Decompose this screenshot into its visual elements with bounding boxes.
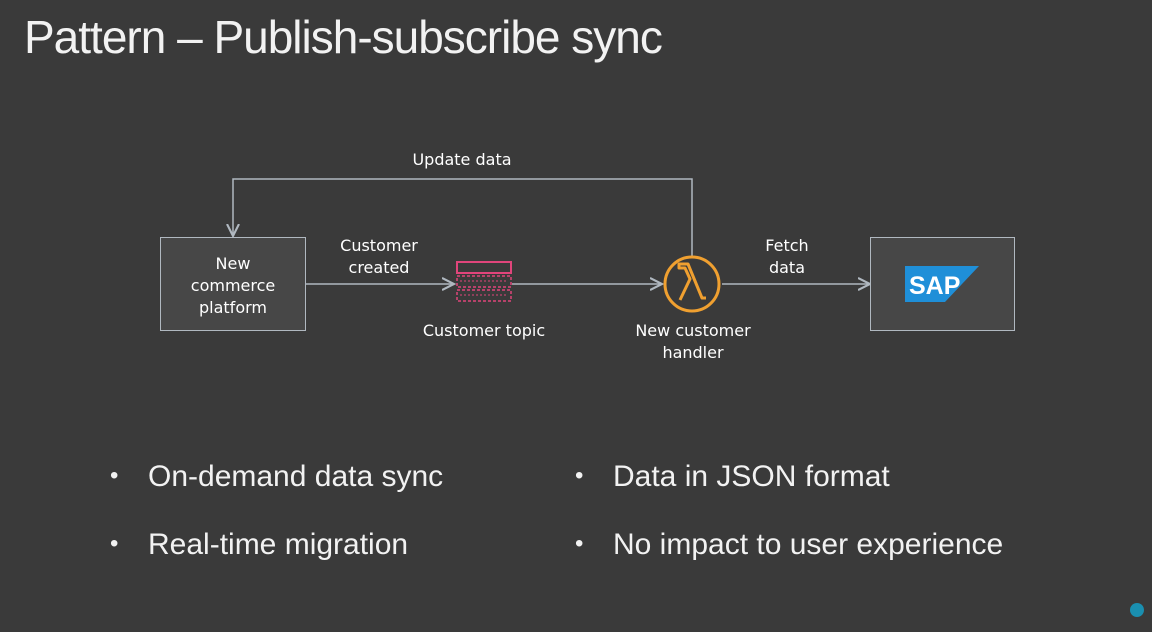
bullet-text: No impact to user experience bbox=[613, 528, 1004, 561]
customer-topic-label: Customer topic bbox=[422, 321, 546, 340]
bullet-dot: • bbox=[110, 530, 119, 557]
bullet-right-2: • No impact to user experience bbox=[575, 528, 1003, 562]
customer-topic-icon bbox=[456, 261, 512, 302]
bullet-dot: • bbox=[110, 462, 119, 489]
sap-logo-icon: SAP bbox=[905, 266, 979, 302]
sap-logo-text: SAP bbox=[909, 272, 960, 300]
update-data-arrow bbox=[233, 178, 693, 258]
bullet-text: Real-time migration bbox=[148, 528, 409, 561]
bullet-text: Data in JSON format bbox=[613, 460, 890, 493]
bullet-dot: • bbox=[575, 530, 584, 557]
update-data-label: Update data bbox=[412, 150, 512, 169]
new-customer-handler-label: New customer handler bbox=[635, 321, 751, 362]
slide-title: Pattern – Publish-subscribe sync bbox=[24, 11, 663, 63]
commerce-platform-box bbox=[160, 237, 306, 331]
bullet-right-1: • Data in JSON format bbox=[575, 460, 890, 494]
bullet-left-2: • Real-time migration bbox=[110, 528, 408, 562]
fetch-data-label: Fetch data bbox=[765, 236, 809, 277]
customer-created-label: Customer created bbox=[340, 236, 418, 277]
bullet-text: On-demand data sync bbox=[148, 460, 444, 493]
bullet-left-1: • On-demand data sync bbox=[110, 460, 443, 494]
bullet-dot: • bbox=[575, 462, 584, 489]
progress-indicator-dot bbox=[1130, 603, 1144, 617]
commerce-platform-label: New commerce platform bbox=[190, 254, 276, 317]
lambda-icon bbox=[663, 255, 721, 313]
